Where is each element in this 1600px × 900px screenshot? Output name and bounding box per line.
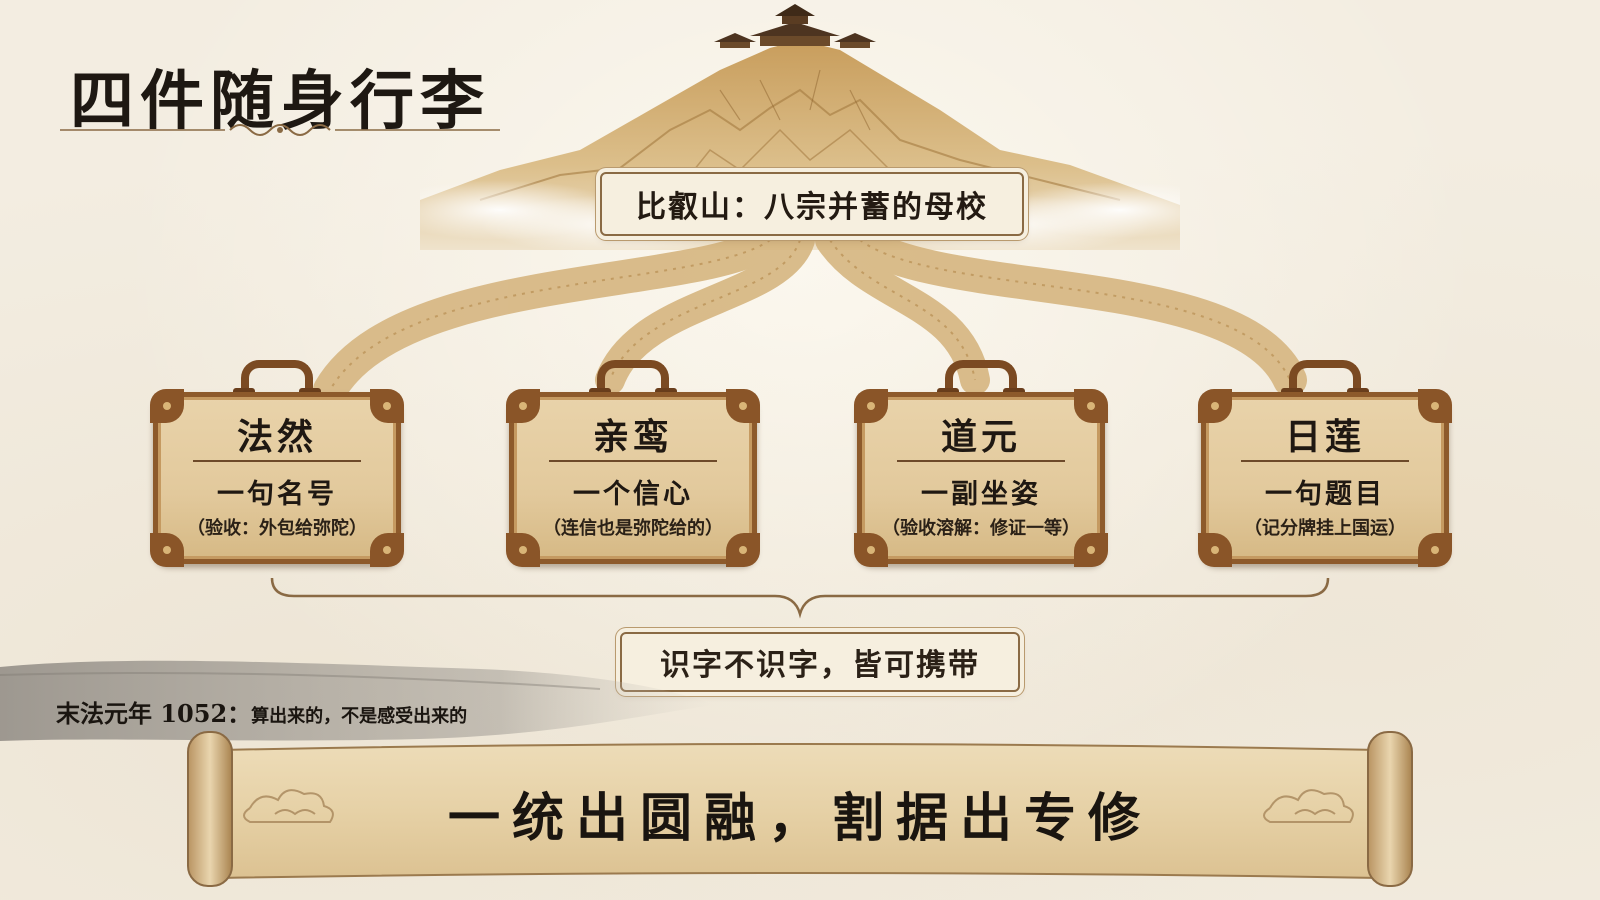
suitcase-handle — [597, 360, 669, 400]
suitcase-handle — [1289, 360, 1361, 400]
suitcase-note: （记分牌挂上国运） — [1244, 518, 1406, 539]
suitcase-divider — [897, 460, 1065, 462]
suitcase-note: （验收溶解：修证一等） — [882, 518, 1080, 539]
mappo-note: 末法元年 1052：算出来的，不是感受出来的 — [56, 694, 467, 729]
summary-label: 识字不识字，皆可携带 — [620, 632, 1020, 692]
suitcase-body — [1201, 392, 1449, 564]
suitcase-name: 法然 — [236, 416, 317, 458]
suitcase-body — [153, 392, 401, 564]
scroll-text: 一统出圆融，割据出专修 — [447, 788, 1152, 849]
grouping-brace — [270, 578, 1330, 619]
suitcase-divider — [1241, 460, 1409, 462]
suitcase-shinran: 亲鸾 一个信心 （连信也是弥陀给的） — [506, 360, 760, 567]
summit-label: 比叡山：八宗并蓄的母校 — [600, 172, 1024, 236]
suitcase-divider — [193, 460, 361, 462]
page-title: 四件随身行李 — [70, 64, 490, 139]
suitcase-handle — [241, 360, 313, 400]
suitcase-item: 一句题目 — [1265, 479, 1385, 510]
suitcase-dogen: 道元 一副坐姿 （验收溶解：修证一等） — [854, 360, 1108, 567]
suitcase-note: （连信也是弥陀给的） — [543, 518, 723, 539]
ink-brush-stroke — [0, 660, 715, 741]
suitcase-honen: 法然 一句名号 （验收：外包给弥陀） — [150, 360, 404, 567]
suitcase-body — [509, 392, 757, 564]
suitcase-note: （验收：外包给弥陀） — [187, 518, 367, 539]
scroll-banner — [187, 731, 1413, 887]
suitcase-item: 一个信心 — [573, 479, 693, 510]
suitcase-name: 亲鸾 — [592, 416, 673, 458]
suitcase-name: 日莲 — [1284, 416, 1365, 458]
suitcase-name: 道元 — [940, 416, 1021, 458]
mappo-label: 末法元年 1052： — [56, 699, 252, 728]
suitcase-divider — [549, 460, 717, 462]
suitcase-handle — [945, 360, 1017, 400]
suitcase-body — [857, 392, 1105, 564]
suitcase-nichiren: 日莲 一句题目 （记分牌挂上国运） — [1198, 360, 1452, 567]
mappo-text: 算出来的，不是感受出来的 — [251, 706, 468, 727]
suitcase-item: 一副坐姿 — [921, 479, 1041, 510]
title-divider — [60, 124, 500, 136]
suitcase-item: 一句名号 — [217, 479, 337, 510]
